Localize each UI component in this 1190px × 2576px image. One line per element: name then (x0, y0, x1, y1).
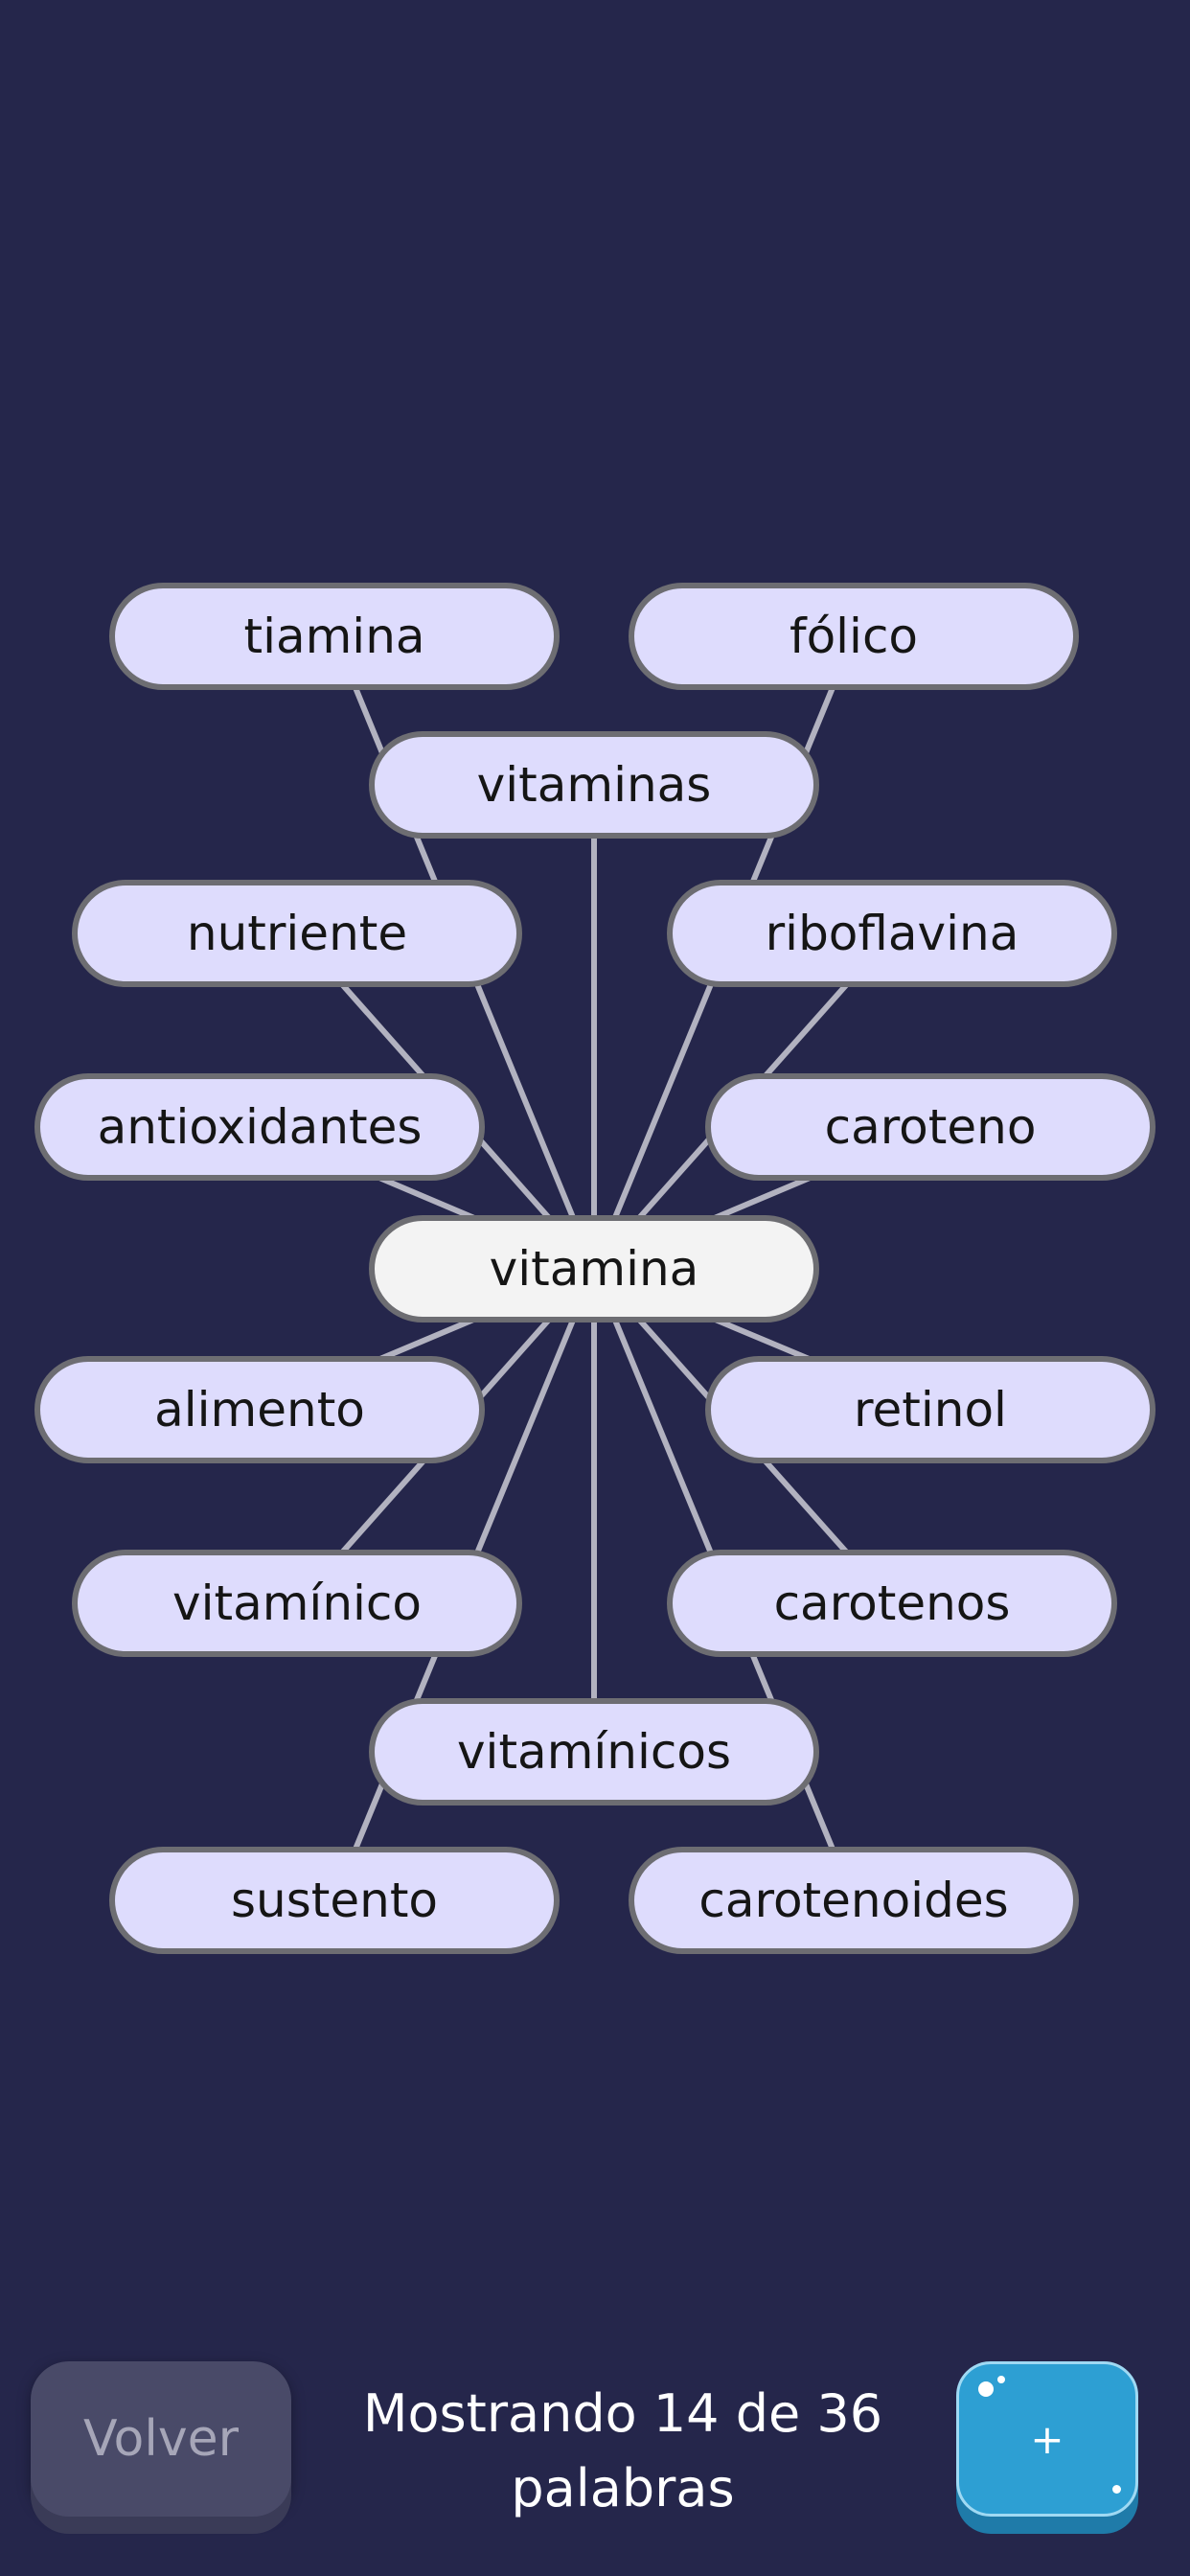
word-count-status: Mostrando 14 de 36 palabras (316, 2377, 929, 2526)
status-line-2: palabras (511, 2458, 735, 2518)
add-button[interactable]: + (956, 2361, 1138, 2517)
word-node[interactable]: riboflavina (667, 880, 1117, 987)
word-node[interactable]: alimento (34, 1356, 485, 1463)
sparkle-decoration (1112, 2485, 1121, 2494)
word-node[interactable]: carotenos (667, 1550, 1117, 1657)
word-node[interactable]: vitamínicos (369, 1698, 819, 1806)
sparkle-decoration (978, 2381, 994, 2397)
bottom-bar: Volver Mostrando 14 de 36 palabras + (0, 2338, 1190, 2576)
plus-icon: + (1030, 2415, 1064, 2463)
word-node[interactable]: carotenoides (629, 1847, 1079, 1954)
word-node[interactable]: retinol (705, 1356, 1156, 1463)
word-node[interactable]: vitaminas (369, 731, 819, 839)
word-node[interactable]: nutriente (72, 880, 522, 987)
word-node[interactable]: tiamina (109, 583, 560, 690)
word-node[interactable]: fólico (629, 583, 1079, 690)
word-node[interactable]: caroteno (705, 1073, 1156, 1181)
center-word-node[interactable]: vitamina (369, 1215, 819, 1322)
word-node[interactable]: vitamínico (72, 1550, 522, 1657)
back-button[interactable]: Volver (31, 2361, 291, 2517)
word-node[interactable]: antioxidantes (34, 1073, 485, 1181)
word-node[interactable]: sustento (109, 1847, 560, 1954)
sparkle-decoration (997, 2376, 1005, 2383)
status-line-1: Mostrando 14 de 36 (362, 2383, 883, 2444)
